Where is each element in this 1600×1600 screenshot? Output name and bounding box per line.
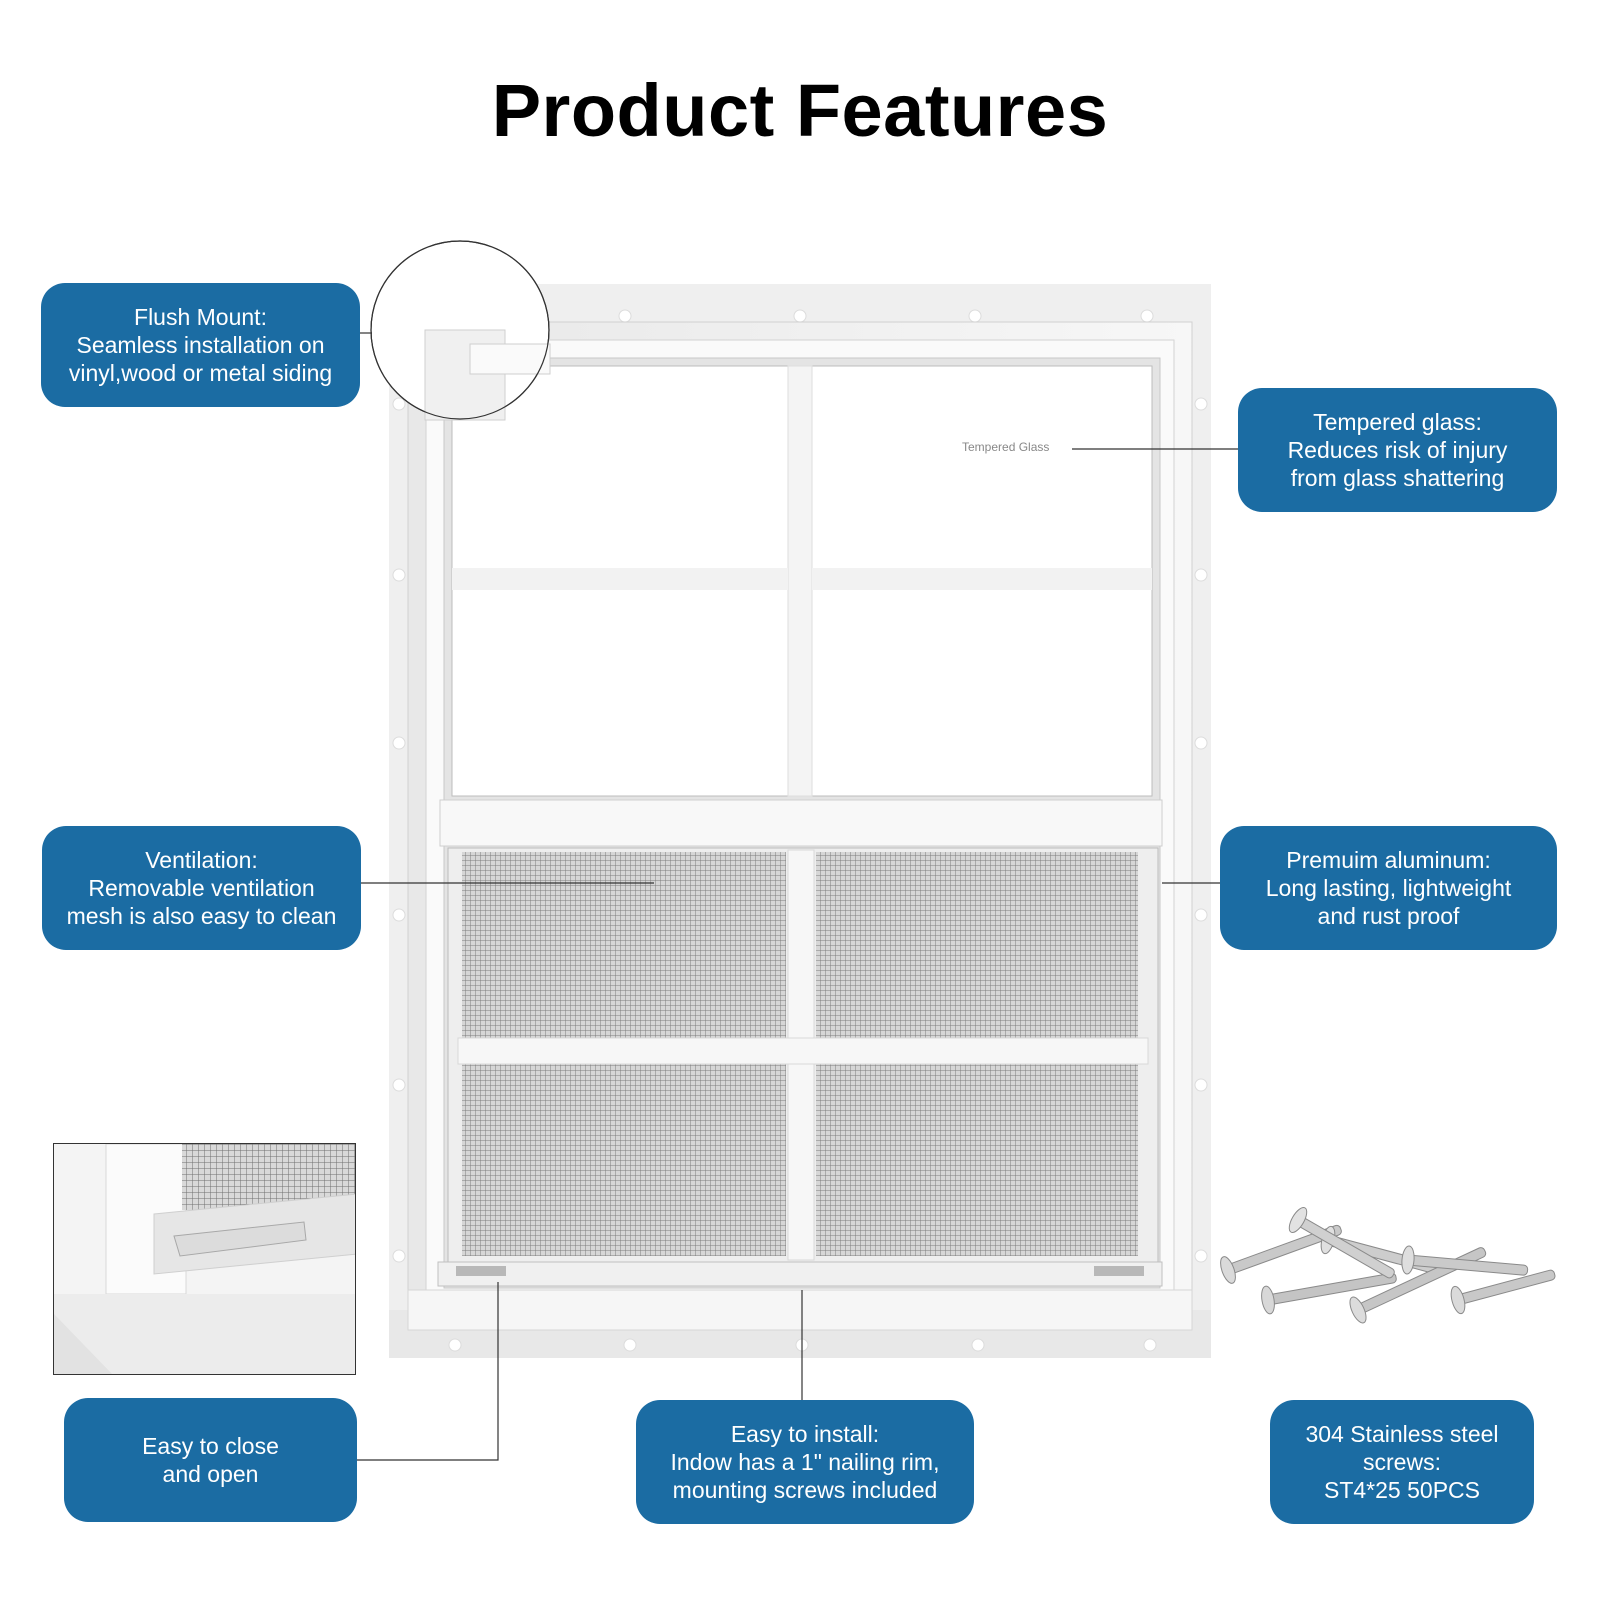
upper-glass-pane [451,365,1153,797]
callout-easy-close-open: Easy to close and open [64,1398,357,1522]
handle-detail-inset [53,1143,356,1375]
callout-flush-mount: Flush Mount: Seamless installation on vi… [41,283,360,407]
callout-ventilation: Ventilation: Removable ventilation mesh … [42,826,361,950]
page-title: Product Features [491,69,1109,152]
mesh-sash [437,847,1163,1287]
leader-lines [357,332,1238,1461]
callout-premium-aluminum: Premuim aluminum: Long lasting, lightwei… [1220,826,1557,950]
callout-stainless-screws: 304 Stainless steel screws: ST4*25 50PCS [1270,1400,1534,1524]
magnifier-circle [370,240,551,421]
meeting-rail [439,799,1163,847]
callout-easy-install: Easy to install: Indow has a 1" nailing … [636,1400,974,1524]
tempered-glass-label: Tempered Glass [962,440,1050,454]
screws-image [1220,1207,1556,1324]
bottom-sill [407,1289,1193,1331]
callout-tempered-glass: Tempered glass: Reduces risk of injury f… [1238,388,1557,512]
